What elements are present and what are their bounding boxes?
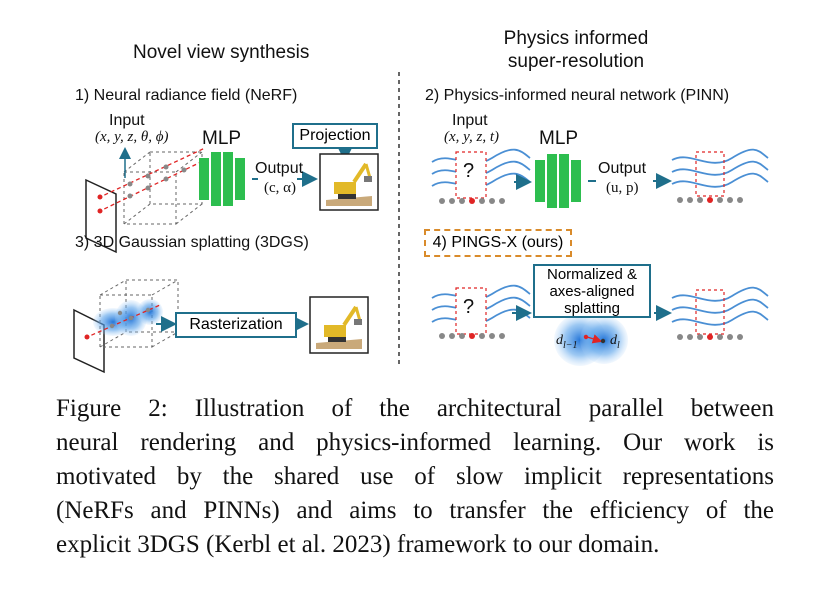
caption-line-1: Figure 2: Illustration of the architectu… xyxy=(56,395,774,422)
splat-line1: Normalized & xyxy=(546,265,638,283)
pings-question-mark: ? xyxy=(463,296,475,318)
d-prev-symbol: d xyxy=(556,333,563,348)
caption-line-5: explicit 3DGS (Kerbl et al. 2023) framew… xyxy=(56,531,660,558)
pinn-input-label: Input xyxy=(452,112,488,129)
caption-line-2: neural rendering and physics-informed le… xyxy=(56,429,774,456)
nerf-mlp-label: MLP xyxy=(202,128,242,149)
gs-rendered-image xyxy=(309,296,369,354)
nerf-input-vars: (x, y, z, θ, ϕ) xyxy=(95,129,169,145)
figure-caption: Figure 2: Illustration of the architectu… xyxy=(56,392,774,562)
splatting-gaussians xyxy=(554,314,628,366)
pings-output-field xyxy=(671,286,769,340)
pinn-input-field xyxy=(431,148,531,204)
gs-cube-diagram xyxy=(73,279,179,374)
right-heading-line1: Physics informed xyxy=(503,28,649,49)
pinn-output-field xyxy=(671,148,769,203)
pings-input-field xyxy=(431,284,531,339)
splatting-box: Normalized & axes-aligned splatting xyxy=(533,264,651,318)
pinn-output-vars: (u, p) xyxy=(606,180,639,196)
nerf-input-label: Input xyxy=(109,112,145,129)
pings-title: 4) PINGS-X (ours) xyxy=(432,234,564,251)
figure: Novel view synthesis Physics informed su… xyxy=(73,28,769,374)
nerf-rendered-image xyxy=(319,153,379,211)
left-heading: Novel view synthesis xyxy=(133,42,310,63)
pinn-output-label: Output xyxy=(598,160,647,177)
nerf-output-label: Output xyxy=(255,160,304,177)
splat-line3: splatting xyxy=(564,299,620,317)
rasterization-box: Rasterization xyxy=(175,312,297,338)
gs-title: 3) 3D Gaussian splatting (3DGS) xyxy=(75,234,309,251)
pinn-title: 2) Physics-informed neural network (PINN… xyxy=(425,87,730,104)
projection-box: Projection xyxy=(292,123,378,149)
nerf-cube-diagram xyxy=(85,147,206,254)
pinn-mlp-label: MLP xyxy=(539,128,579,149)
pings-title-box: 4) PINGS-X (ours) xyxy=(424,229,572,257)
nerf-output-vars: (c, α) xyxy=(264,180,297,196)
d-cur-subscript: l xyxy=(617,339,620,351)
d-prev-label: dl−1 xyxy=(556,333,578,351)
d-cur-symbol: d xyxy=(610,333,617,348)
caption-line-4: (NeRFs and PINNs) and aims to transfer t… xyxy=(56,497,774,524)
pinn-question-mark: ? xyxy=(463,160,475,182)
splat-line2: axes-aligned xyxy=(549,282,635,300)
d-prev-subscript: l−1 xyxy=(563,339,578,351)
figure-graphics xyxy=(73,72,769,374)
pinn-mlp-bars xyxy=(535,154,581,208)
pinn-input-vars: (x, y, z, t) xyxy=(444,129,499,145)
right-heading-line2: super-resolution xyxy=(507,51,645,72)
nerf-title: 1) Neural radiance field (NeRF) xyxy=(75,87,298,104)
caption-line-3: motivated by the shared use of slow impl… xyxy=(56,463,774,490)
nerf-mlp-bars xyxy=(199,152,245,206)
d-cur-label: dl xyxy=(610,333,620,351)
